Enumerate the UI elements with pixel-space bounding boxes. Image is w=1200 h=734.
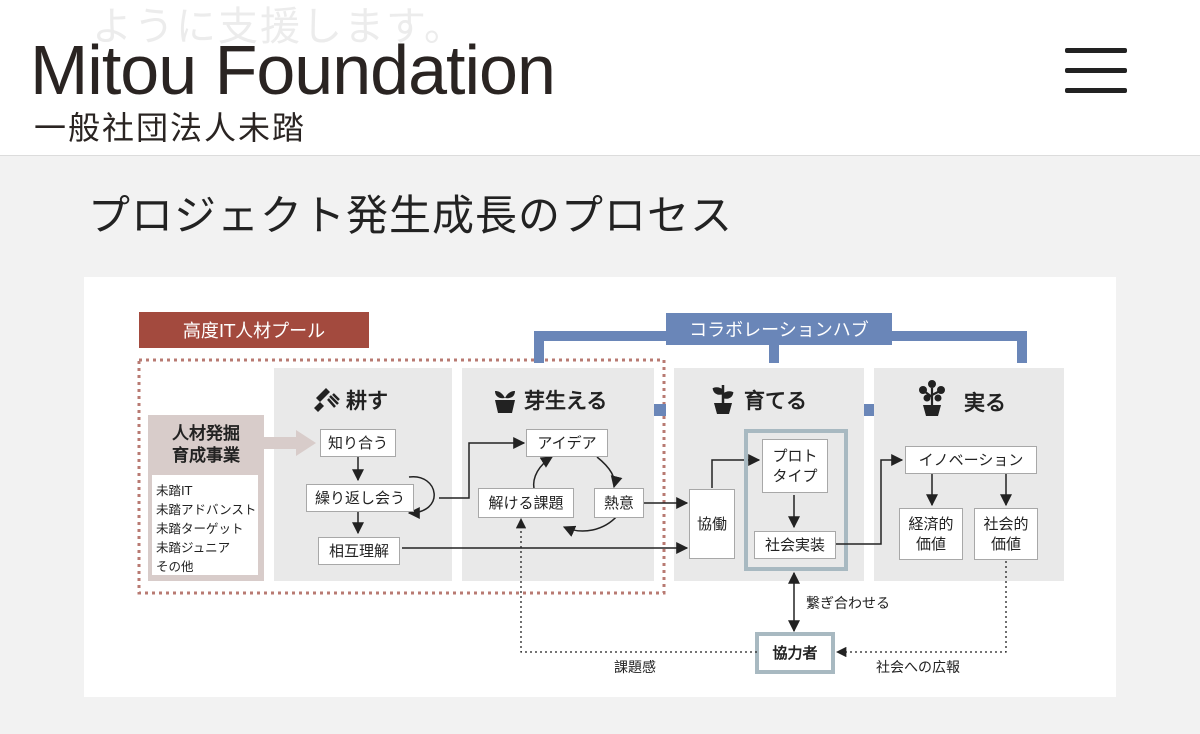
- site-header: ように支援します。 Mitou Foundation 一般社団法人未踏: [0, 0, 1200, 156]
- hamburger-menu-icon[interactable]: [1060, 48, 1130, 94]
- node-social-implementation: 社会実装: [754, 531, 836, 559]
- hand-fork-icon: [314, 388, 340, 412]
- node-cooperator: 協力者: [761, 638, 829, 668]
- program-item: 未踏IT: [156, 483, 193, 498]
- panel-sprout: [462, 368, 654, 581]
- panel-title-sprout: 芽生える: [524, 389, 608, 413]
- program-item: 未踏ジュニア: [156, 540, 231, 555]
- program-item: その他: [156, 559, 194, 574]
- node-mutual: 相互理解: [318, 537, 400, 565]
- node-prototype: プロト タイプ: [762, 439, 828, 493]
- node-idea: アイデア: [526, 429, 608, 457]
- panel-title-grow: 育てる: [744, 389, 807, 413]
- node-innovation: イノベーション: [905, 446, 1037, 474]
- node-social-value: 社会的 価値: [974, 508, 1038, 560]
- program-item: 未踏ターゲット: [156, 521, 244, 536]
- node-repeat: 繰り返し会う: [306, 484, 414, 512]
- panel-title-cultivate: 耕す: [346, 389, 388, 413]
- pool-label: 高度IT人材プール: [139, 312, 369, 348]
- node-solvable: 解ける課題: [478, 488, 574, 518]
- label-connect: 繋ぎ合わせる: [806, 596, 890, 612]
- faded-body-text: ように支援します。: [92, 4, 466, 50]
- plant-pot-icon: [712, 385, 734, 414]
- hub-label: コラボレーションハブ: [666, 313, 892, 345]
- label-outreach: 社会への広報: [876, 660, 960, 676]
- node-collab: 協働: [689, 489, 735, 559]
- talent-program-list: [152, 475, 258, 575]
- page-title: プロジェクト発生成長のプロセス: [88, 191, 734, 240]
- talent-arrow: [264, 430, 316, 456]
- sprout-pot-icon: [495, 390, 515, 413]
- program-item: 未踏アドバンスト: [156, 502, 257, 517]
- node-know: 知り合う: [320, 429, 396, 457]
- process-diagram: 高度IT人材プール コラボレーションハブ 耕す 芽生える 育てる 実る 人材発掘…: [84, 277, 1116, 697]
- node-passion: 熱意: [594, 488, 644, 518]
- panel-title-fruit: 実る: [964, 391, 1006, 415]
- talent-programs: 未踏IT 未踏アドバンスト 未踏ターゲット 未踏ジュニア その他: [156, 481, 256, 576]
- node-economic-value: 経済的 価値: [899, 508, 963, 560]
- logo-subtitle[interactable]: 一般社団法人未踏: [34, 109, 307, 147]
- label-problem-sense: 課題感: [614, 660, 656, 676]
- talent-title: 人材発掘 育成事業: [172, 424, 240, 466]
- logo-wordmark[interactable]: Mitou Foundation: [30, 31, 556, 109]
- fruit-tree-icon: [919, 380, 945, 416]
